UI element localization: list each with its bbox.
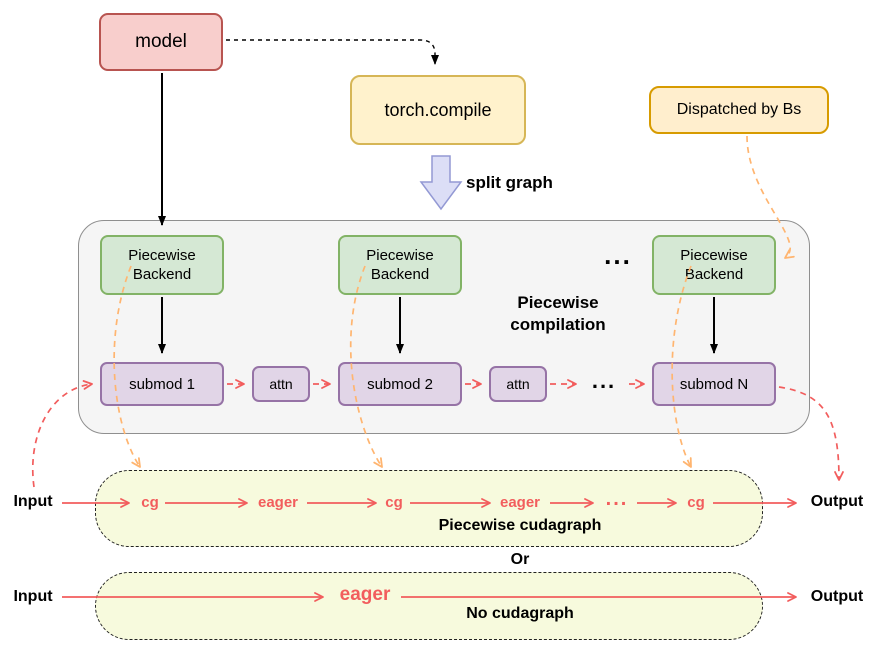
eager-1-label: eager xyxy=(257,494,299,511)
ellipsis-cudagraph-row: ... xyxy=(605,488,629,510)
output-label-top: Output xyxy=(810,493,864,510)
dispatched-by-bs-node: Dispatched by Bs xyxy=(649,86,829,134)
backend-1-line2: Backend xyxy=(132,266,192,283)
attn-2-node: attn xyxy=(489,366,547,402)
model-label: model xyxy=(135,31,187,52)
piecewise-cudagraph-title: Piecewise cudagraph xyxy=(438,517,602,534)
submod-1-label: submod 1 xyxy=(129,375,195,393)
input-label-top: Input xyxy=(13,493,53,510)
ellipsis-between-backends: ... xyxy=(604,240,632,270)
input-label-bottom: Input xyxy=(13,588,53,605)
model-node: model xyxy=(99,13,223,71)
cg-3-label: cg xyxy=(687,494,705,511)
piecewise-compilation-title: Piecewise compilation xyxy=(468,292,648,336)
cg-2-label: cg xyxy=(385,494,403,511)
submod-n-node: submod N xyxy=(652,362,776,406)
output-label-bottom: Output xyxy=(810,588,864,605)
split-graph-block-arrow xyxy=(419,155,463,211)
attn-1-node: attn xyxy=(252,366,310,402)
submod-2-label: submod 2 xyxy=(367,375,433,393)
eager-big-label: eager xyxy=(339,584,391,605)
piecewise-backend-1: Piecewise Backend xyxy=(100,235,224,295)
torch-compile-label: torch.compile xyxy=(384,99,492,120)
piecewise-backend-n: Piecewise Backend xyxy=(652,235,776,295)
eager-2-label: eager xyxy=(499,494,541,511)
attn-1-label: attn xyxy=(269,376,293,392)
backend-2-line2: Backend xyxy=(370,266,430,283)
dispatched-by-bs-label: Dispatched by Bs xyxy=(676,101,802,118)
or-label: Or xyxy=(510,551,530,568)
compilation-title-line2: compilation xyxy=(510,315,606,335)
backend-n-line2: Backend xyxy=(684,266,744,283)
no-cudagraph-box xyxy=(95,572,763,640)
torch-compile-node: torch.compile xyxy=(350,75,526,145)
piecewise-backend-2: Piecewise Backend xyxy=(338,235,462,295)
submod-1-node: submod 1 xyxy=(100,362,224,406)
backend-n-line1: Piecewise xyxy=(680,246,748,264)
attn-2-label: attn xyxy=(506,376,530,392)
split-graph-label: split graph xyxy=(466,173,553,192)
piecewise-cudagraph-box xyxy=(95,470,763,547)
ellipsis-between-submods: ... xyxy=(591,368,617,393)
backend-1-line1: Piecewise xyxy=(128,246,196,264)
no-cudagraph-title: No cudagraph xyxy=(466,605,574,622)
compilation-title-line1: Piecewise xyxy=(517,293,599,312)
submod-n-label: submod N xyxy=(679,375,749,393)
cg-1-label: cg xyxy=(141,494,159,511)
submod-2-node: submod 2 xyxy=(338,362,462,406)
arrow-model-to-torch-compile xyxy=(226,39,439,65)
backend-2-line1: Piecewise xyxy=(366,246,434,264)
